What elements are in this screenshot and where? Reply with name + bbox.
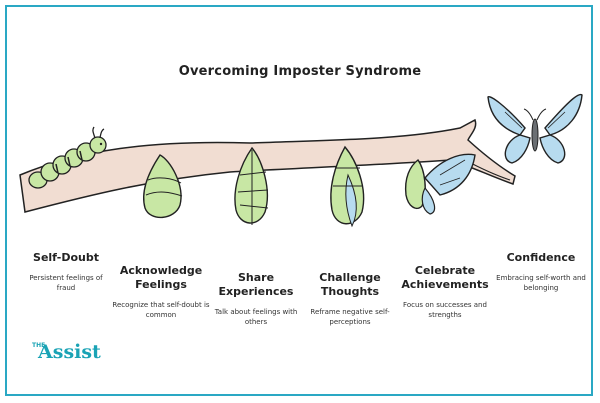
stage-challenge-thoughts: Challenge Thoughts Reframe negative self… <box>305 271 395 327</box>
stage-label: Self-Doubt <box>33 251 99 264</box>
emerging-butterfly-icon <box>404 153 476 215</box>
stage-label: Challenge Thoughts <box>319 271 381 298</box>
cocoon-1-icon <box>143 154 183 219</box>
stage-celebrate-achievements: Celebrate Achievements Focus on successe… <box>397 264 493 320</box>
diagram-frame <box>5 5 593 396</box>
stage-description: Embracing self-worth and belonging <box>496 274 586 292</box>
stage-description: Focus on successes and strengths <box>403 301 487 319</box>
stage-confidence: Confidence Embracing self-worth and belo… <box>495 251 587 293</box>
branch <box>19 118 516 213</box>
cocoon-3-icon <box>330 145 365 228</box>
cocoon-2-icon <box>234 146 269 225</box>
stage-description: Persistent feelings of fraud <box>29 274 103 292</box>
caterpillar-icon <box>28 126 107 189</box>
stage-label: Acknowledge Feelings <box>119 264 203 291</box>
stage-self-doubt: Self-Doubt Persistent feelings of fraud <box>23 251 109 293</box>
stage-description: Reframe negative self-perceptions <box>310 308 390 326</box>
diagram-title: Overcoming Imposter Syndrome <box>178 64 422 79</box>
stage-description: Talk about feelings with others <box>214 308 298 326</box>
stage-label: Confidence <box>506 251 576 264</box>
logo-prefix: THE <box>32 342 46 349</box>
logo-wordmark: Assist <box>38 341 101 363</box>
stage-acknowledge-feelings: Acknowledge Feelings Recognize that self… <box>112 264 210 320</box>
stage-label: Celebrate Achievements <box>401 264 489 291</box>
stage-label: Share Experiences <box>218 271 294 298</box>
stage-share-experiences: Share Experiences Talk about feelings wi… <box>210 271 302 327</box>
stage-description: Recognize that self-doubt is common <box>112 301 210 319</box>
butterfly-icon <box>487 93 583 164</box>
